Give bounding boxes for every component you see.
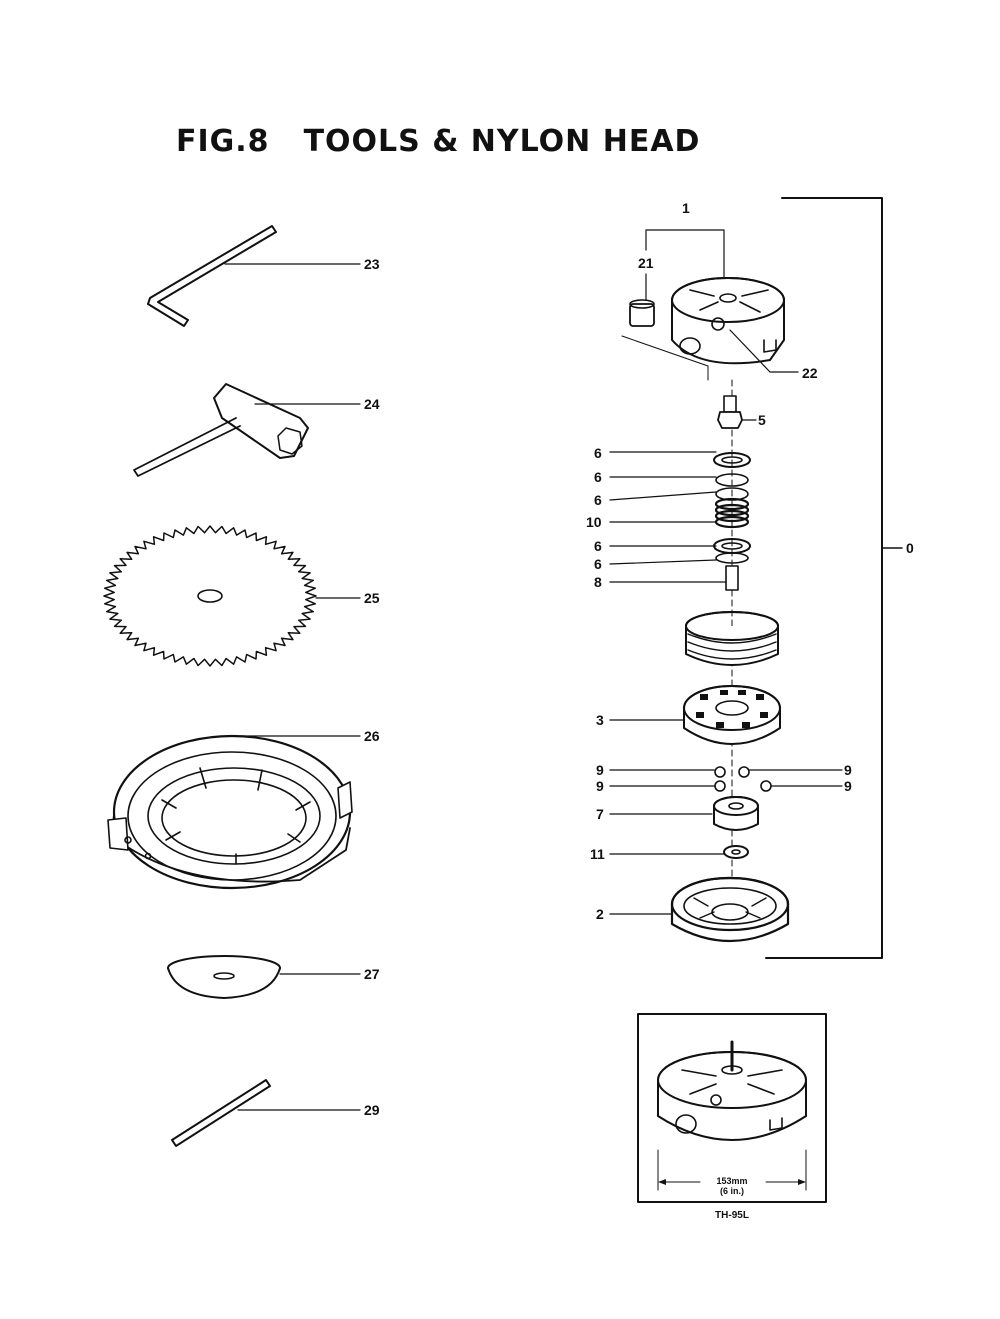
head-cover-part [621,277,785,381]
label-0: 0 [906,540,914,556]
assembly-bracket [765,197,883,959]
label-9b: 9 [596,778,604,794]
cup-part [167,955,361,999]
label-2: 2 [596,906,604,922]
label-6d: 6 [594,538,602,554]
figure-number: FIG.8 [176,124,270,159]
label-21: 21 [638,255,654,271]
label-25: 25 [364,590,380,606]
pin-part [725,565,739,591]
label-26: 26 [364,728,380,744]
hex-key-part [147,225,361,327]
label-5: 5 [758,412,766,428]
inset-dimension-in: (6 in.) [720,1186,744,1196]
figure-title: FIG.8 TOOLS & NYLON HEAD [176,124,700,159]
label-24: 24 [364,396,380,412]
label-10: 10 [586,514,602,530]
label-6b: 6 [594,469,602,485]
ball-parts [714,766,772,792]
label-9d: 9 [844,778,852,794]
plug-wrench-part [133,383,361,477]
guard-ring-part [107,734,361,890]
label-6a: 6 [594,445,602,461]
label-29: 29 [364,1102,380,1118]
label-3: 3 [596,712,604,728]
label-8: 8 [594,574,602,590]
label-6c: 6 [594,492,602,508]
label-1: 1 [682,200,690,216]
saw-blade-part [103,525,361,667]
label-9c: 9 [844,762,852,778]
inset-dimension-mm: 153mm [716,1176,747,1186]
screw-part [717,395,757,429]
label-6e: 6 [594,556,602,572]
figure-name: TOOLS & NYLON HEAD [303,124,701,159]
spool-part [683,685,781,745]
label-9a: 9 [596,762,604,778]
hub-part [713,796,759,831]
label-7: 7 [596,806,604,822]
label-22: 22 [802,365,818,381]
inset-model-label: TH-95L [715,1210,749,1221]
label-27: 27 [364,966,380,982]
label-23: 23 [364,256,380,272]
assembled-head-inset [637,1013,827,1203]
base-part [670,876,790,943]
rod-part [171,1079,361,1147]
nylon-line-coil [685,611,779,666]
label-11: 11 [590,846,605,862]
bolt-part [629,299,655,327]
small-washer-part [723,845,749,859]
